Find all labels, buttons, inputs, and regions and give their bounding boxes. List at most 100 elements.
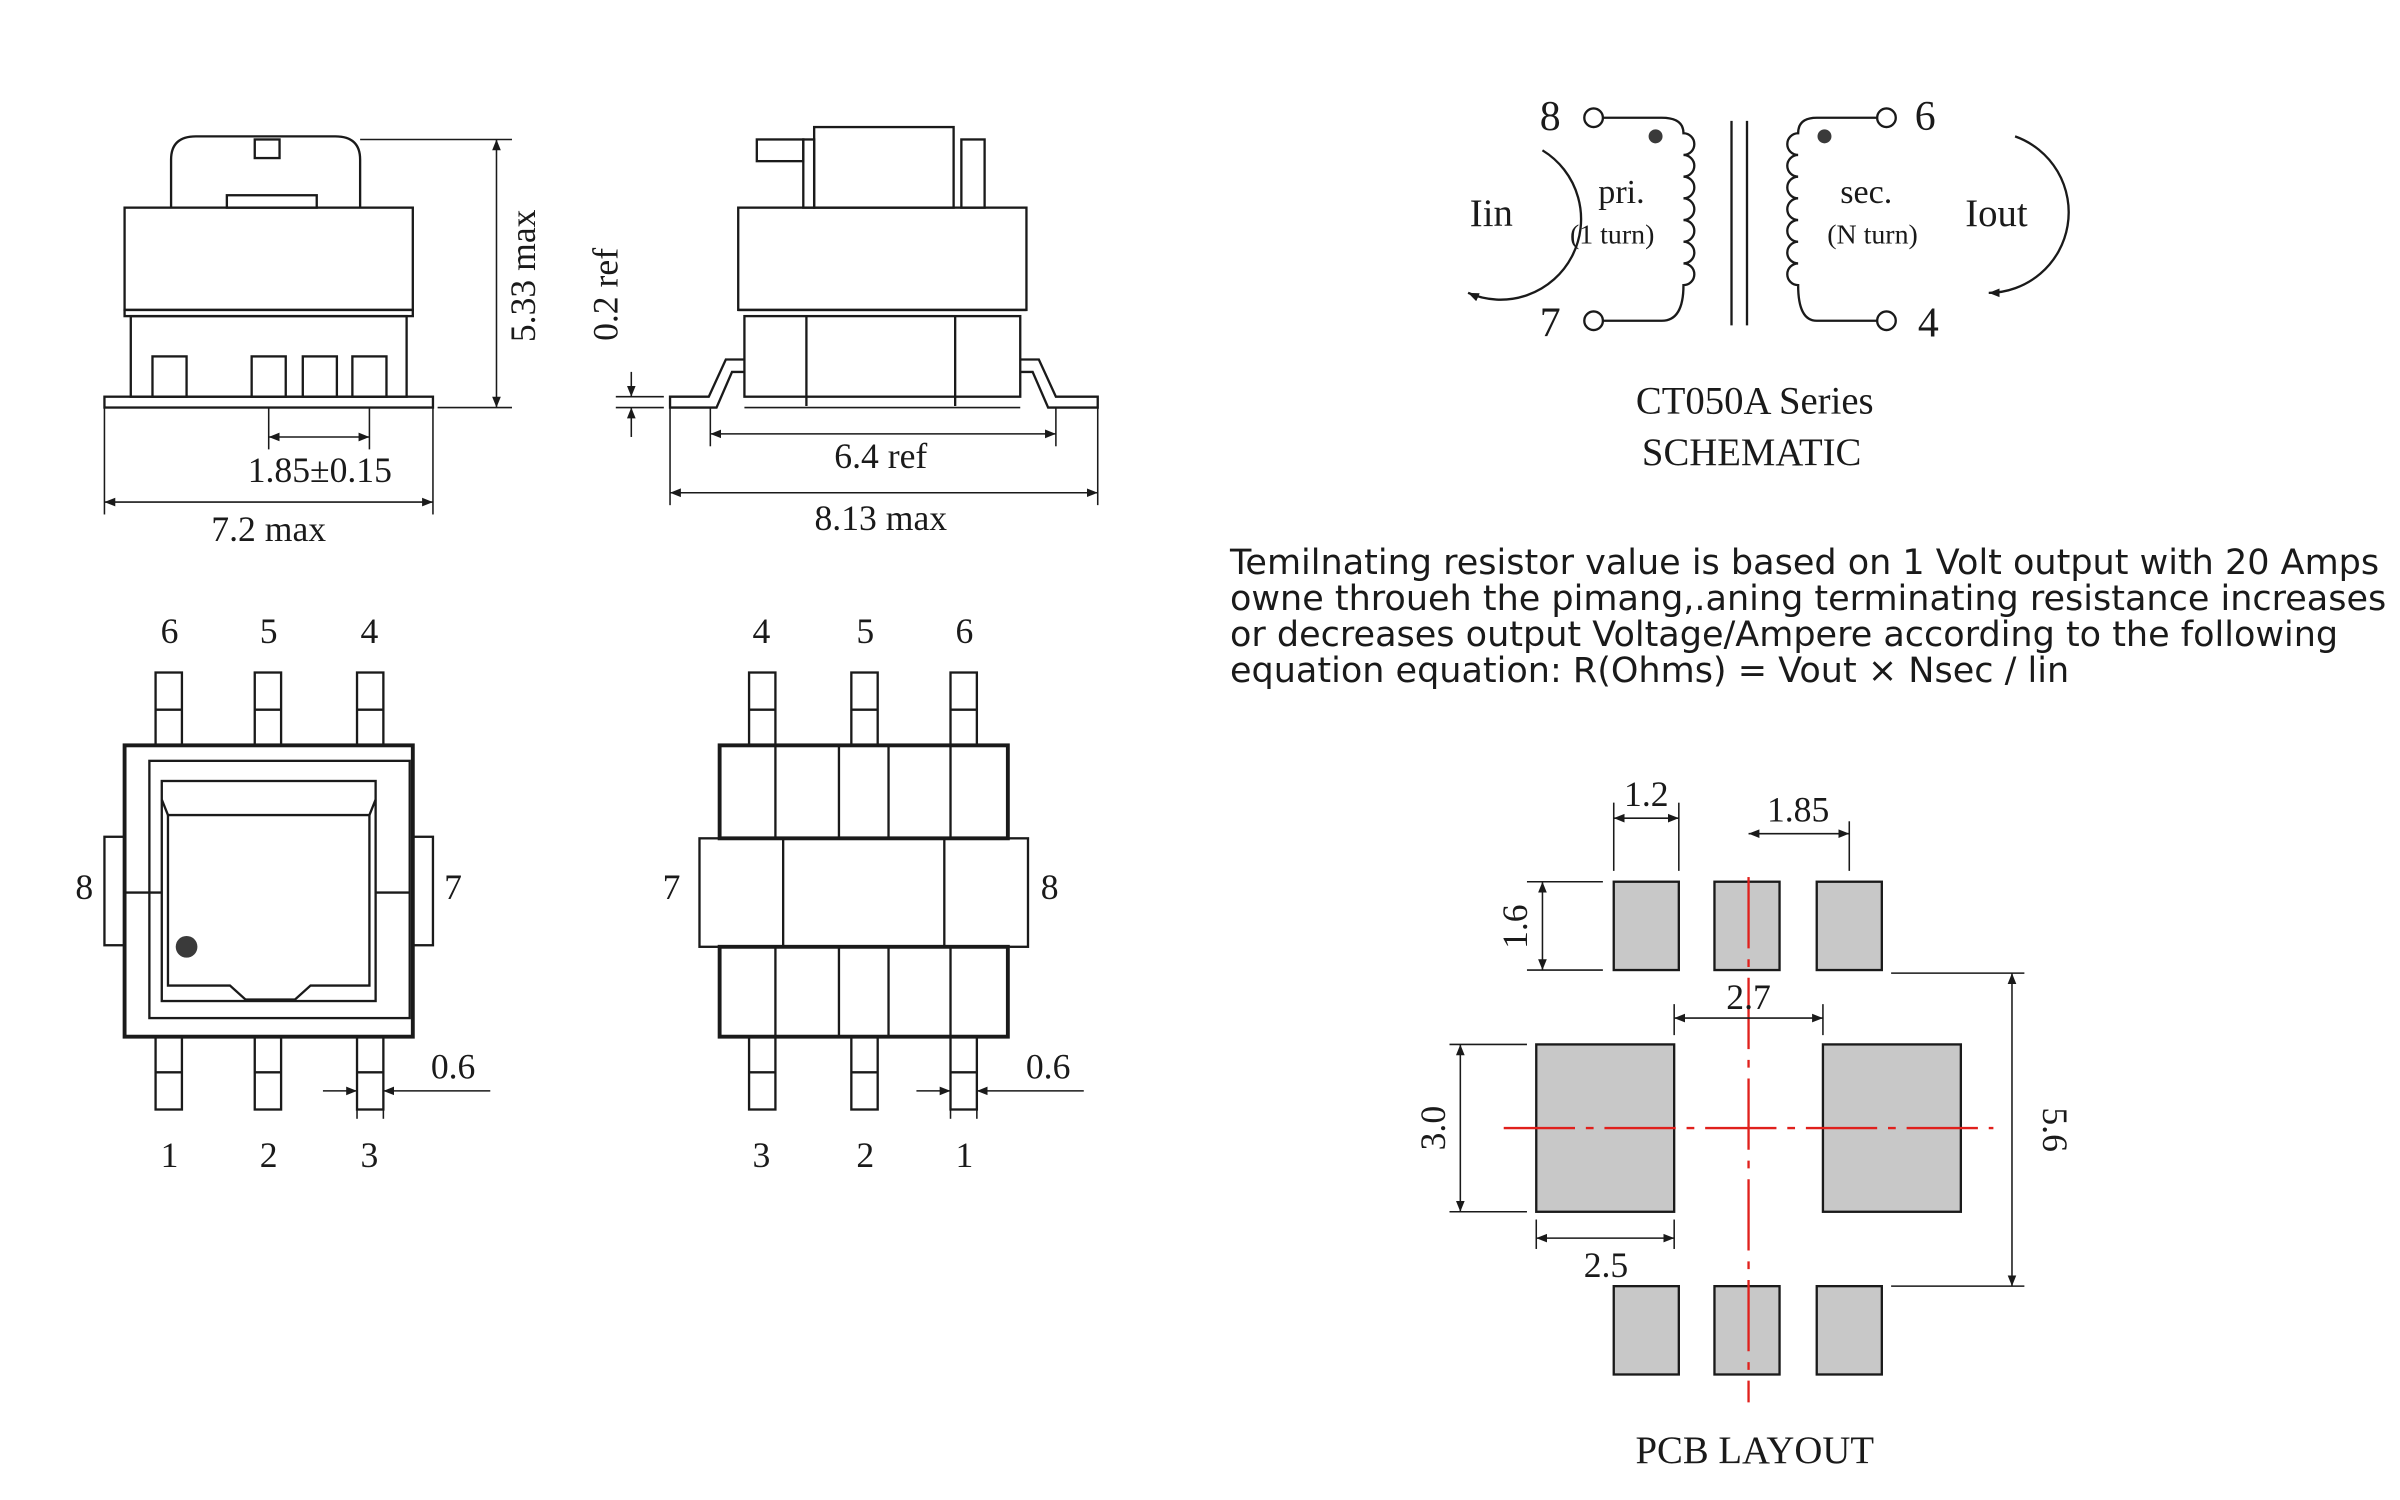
secondary-label: sec. xyxy=(1840,174,1892,211)
top-pin-4-label: 4 xyxy=(361,611,379,651)
top-pin-2-label: 2 xyxy=(260,1135,278,1175)
pin-4-terminal-icon xyxy=(1876,310,1897,332)
note-line-3: or decreases output Voltage/Ampere accor… xyxy=(1230,615,2339,655)
bottom-view-body-bottom xyxy=(717,944,1010,1039)
side-ref-dim: 6.4 ref xyxy=(834,436,927,476)
front-view-core xyxy=(123,206,414,312)
pcb-small-pad-pitch-dim: 1.85 xyxy=(1767,789,1829,829)
bottom-view xyxy=(698,671,1084,1119)
side-view-base xyxy=(743,314,1022,398)
schematic-pin-4: 4 xyxy=(1918,300,1939,346)
pcb-layout-title: PCB LAYOUT xyxy=(1636,1429,1875,1472)
front-view xyxy=(103,135,512,515)
front-view-clip xyxy=(169,135,362,208)
schematic-pin-6: 6 xyxy=(1915,94,1936,140)
secondary-turns: (N turn) xyxy=(1827,219,1918,250)
side-view-clip-left-tab xyxy=(755,138,805,163)
terminating-resistor-note: Temilnating resistor value is based on 1… xyxy=(1230,545,2390,689)
top-view-cavity-outer xyxy=(160,779,377,1003)
bottom-pin-5-label: 5 xyxy=(856,611,874,651)
side-standoff-dim: 0.2 ref xyxy=(585,248,625,341)
top-pin-6-label: 6 xyxy=(161,611,179,651)
top-pin-1-label: 1 xyxy=(161,1135,179,1175)
front-view-pin-4 xyxy=(351,355,388,398)
side-view xyxy=(615,125,1099,506)
top-view-pin1-dot-icon xyxy=(175,935,198,958)
current-in-label: Iin xyxy=(1470,192,1513,235)
top-pin-width-dim: 0.6 xyxy=(431,1047,476,1087)
note-line-1: Temilnating resistor value is based on 1… xyxy=(1230,543,2380,583)
pin-6-terminal-icon xyxy=(1876,107,1897,129)
front-view-clip-tab xyxy=(253,138,281,160)
side-length-dim: 8.13 max xyxy=(814,498,947,538)
pcb-pad-small-top-2 xyxy=(1713,880,1781,972)
front-view-pin-1 xyxy=(151,355,188,398)
bottom-pin-width-dim: 0.6 xyxy=(1026,1047,1071,1087)
secondary-polarity-dot-icon xyxy=(1817,129,1832,144)
pcb-pad-small-top-1 xyxy=(1612,880,1680,972)
top-view-cavity xyxy=(166,813,371,1001)
top-view-pin-7-tab xyxy=(411,835,435,947)
pcb-inner-gap-dim: 2.7 xyxy=(1726,977,1771,1017)
top-view-pin-8-tab xyxy=(103,835,126,947)
schematic-pin-8: 8 xyxy=(1540,94,1561,140)
schematic-title: CT050A Series xyxy=(1636,380,1874,423)
front-height-dim: 5.33 max xyxy=(503,209,543,342)
front-view-pin-3 xyxy=(301,355,339,398)
pcb-dimensions xyxy=(1449,802,2025,1287)
current-out-label: Iout xyxy=(1965,192,2028,235)
front-view-core-slot xyxy=(225,194,318,209)
top-view-pin-6-lead xyxy=(154,671,184,747)
bottom-pin-8-label: 8 xyxy=(1041,867,1059,907)
pcb-pad-small-bottom-1 xyxy=(1612,1284,1680,1376)
bottom-pin-3-label: 3 xyxy=(753,1135,771,1175)
top-pin-7-label: 7 xyxy=(444,867,462,907)
current-in-arrow xyxy=(1467,149,1583,302)
bottom-pin-2-label: 2 xyxy=(856,1135,874,1175)
pin-8-terminal-icon xyxy=(1583,107,1605,129)
top-view xyxy=(103,671,491,1119)
bottom-pin-6-label: 6 xyxy=(956,611,974,651)
front-width-dim: 7.2 max xyxy=(211,509,326,549)
schematic-pin-7: 7 xyxy=(1540,300,1561,346)
side-view-clip xyxy=(812,125,955,209)
side-view-clip-right-post xyxy=(960,138,986,209)
pcb-pad-small-bottom-3 xyxy=(1815,1284,1883,1376)
bottom-pin-4-label: 4 xyxy=(753,611,771,651)
top-pin-3-label: 3 xyxy=(361,1135,379,1175)
primary-winding xyxy=(1602,116,1696,322)
bottom-pin-7-label: 7 xyxy=(663,867,681,907)
pcb-small-pad-height-dim: 1.6 xyxy=(1495,904,1535,949)
side-view-core xyxy=(737,206,1028,312)
secondary-winding xyxy=(1786,116,1878,322)
pcb-overall-height-dim: 5.6 xyxy=(2035,1107,2075,1152)
note-line-4: equation equation: R(Ohms) = Vout × Nsec… xyxy=(1230,651,2070,691)
pcb-centerlines xyxy=(1503,877,1994,1403)
schematic xyxy=(1467,107,2070,332)
side-view-lead-left xyxy=(668,358,745,409)
note-line-2: owne throueh the pimang,.aning terminati… xyxy=(1230,579,2387,619)
front-pitch-dim: 1.85±0.15 xyxy=(248,450,392,490)
pin-7-terminal-icon xyxy=(1583,310,1605,332)
pcb-pad-small-bottom-2 xyxy=(1713,1284,1781,1376)
bottom-view-body-top xyxy=(717,743,1010,841)
top-view-frame xyxy=(148,759,411,1020)
current-out-arrow xyxy=(1988,135,2070,298)
front-view-foot xyxy=(103,395,435,409)
top-pin-5-label: 5 xyxy=(260,611,278,651)
pcb-large-pad-height-dim: 3.0 xyxy=(1413,1106,1453,1151)
primary-polarity-dot-icon xyxy=(1648,129,1663,144)
bottom-view-core xyxy=(698,837,1030,948)
side-view-lead-right xyxy=(1020,358,1099,409)
bottom-pin-1-label: 1 xyxy=(956,1135,974,1175)
top-view-pin-1-lead xyxy=(154,1035,184,1111)
pcb-small-pad-width-dim: 1.2 xyxy=(1624,774,1669,814)
side-view-clip-left-post xyxy=(802,138,816,209)
primary-label: pri. xyxy=(1598,174,1644,211)
schematic-subtitle: SCHEMATIC xyxy=(1642,431,1861,474)
pcb-pad-small-top-3 xyxy=(1815,880,1883,972)
pcb-large-pad-width-dim: 2.5 xyxy=(1584,1245,1629,1285)
front-view-pin-2 xyxy=(250,355,287,398)
top-pin-8-label: 8 xyxy=(75,867,93,907)
